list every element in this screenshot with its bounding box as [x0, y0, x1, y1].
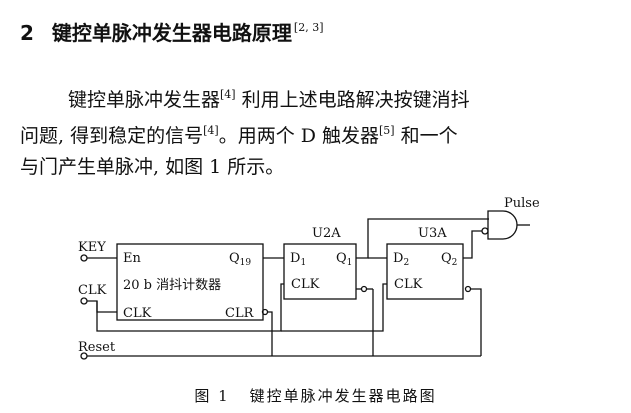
clk-input-label: CLK — [78, 283, 107, 298]
figure-number: 图 1 — [194, 387, 230, 405]
u2a-d-label: D1 — [290, 251, 306, 268]
clk-to-counter-wire — [87, 300, 117, 313]
pulse-label: Pulse — [504, 196, 540, 211]
and-gate — [487, 210, 518, 240]
clk-to-u3a-wire — [281, 283, 387, 332]
debounce-counter-block — [116, 243, 264, 321]
and-input-inversion-bubble — [481, 227, 489, 235]
u2a-q-label: Q1 — [336, 251, 352, 268]
u3a-inversion-bubble — [464, 285, 472, 293]
u2a-inversion-bubble — [360, 285, 368, 293]
paragraph-text: 问题, 得到稳定的信号 — [20, 125, 204, 147]
counter-en-label: En — [123, 251, 141, 266]
u3a-flip-flop — [386, 243, 464, 300]
paragraph-line-3: 与门产生单脉冲, 如图 1 所示。 — [20, 155, 615, 179]
paragraph-text: 键控单脉冲发生器 — [68, 89, 221, 111]
section-citation: [2, 3] — [293, 21, 324, 34]
section-title: 键控单脉冲发生器电路原理 — [51, 21, 292, 45]
u3a-q-label: Q2 — [441, 251, 457, 268]
section-heading: 2 键控单脉冲发生器电路原理[2, 3] — [20, 14, 324, 47]
u3a-label: U3A — [418, 226, 447, 241]
key-label: KEY — [78, 240, 106, 255]
paragraph-text: 与门产生单脉冲, 如图 1 所示。 — [20, 156, 285, 178]
reset-label: Reset — [78, 340, 116, 355]
key-input-terminal — [80, 254, 88, 262]
clr-inversion-bubble — [261, 308, 269, 316]
figure-caption: 图 1 键控单脉冲发生器电路图 — [0, 386, 631, 406]
counter-clr-label: CLR — [225, 306, 255, 321]
citation: [4] — [203, 124, 219, 137]
q1-to-and-wire — [356, 218, 489, 259]
section-number: 2 — [20, 21, 34, 45]
paragraph-line-1: 键控单脉冲发生器[4] 利用上述电路解决按键消抖 — [68, 83, 631, 112]
counter-q-label: Q19 — [229, 251, 251, 268]
u2a-flip-flop — [283, 243, 357, 300]
paragraph-line-2: 问题, 得到稳定的信号[4]。用两个 D 触发器[5] 和一个 — [20, 119, 615, 148]
counter-clk-label: CLK — [123, 306, 152, 321]
counter-description: 20 b 消抖计数器 — [123, 278, 221, 293]
u2a-clk-label: CLK — [291, 277, 320, 292]
u3a-clk-label: CLK — [394, 277, 423, 292]
paragraph-text: 和一个 — [394, 125, 458, 147]
q2-to-and-wire — [463, 230, 482, 259]
paragraph-text: 。用两个 D 触发器 — [218, 125, 380, 147]
citation: [4] — [220, 88, 236, 101]
u2a-label: U2A — [312, 226, 341, 241]
u3a-d-label: D2 — [393, 251, 409, 268]
figure-caption-text: 键控单脉冲发生器电路图 — [249, 387, 437, 405]
citation: [5] — [379, 124, 395, 137]
reset-to-clr-wire — [267, 311, 273, 356]
reset-to-u3a-wire — [471, 288, 482, 356]
paragraph-text: 利用上述电路解决按键消抖 — [235, 89, 470, 111]
clk-input-terminal — [80, 297, 88, 305]
